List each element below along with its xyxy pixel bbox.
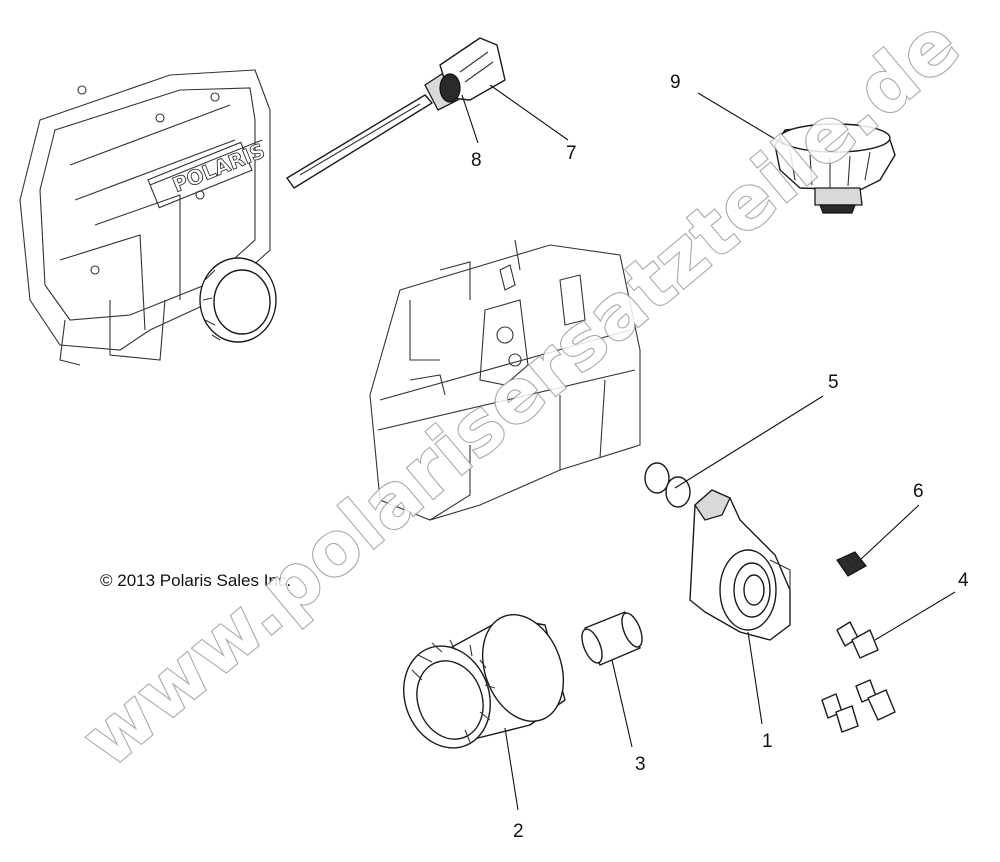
oil-filter-part — [403, 614, 566, 749]
filter-nipple-part — [581, 611, 643, 666]
bolts-part — [821, 621, 896, 733]
callout-1: 1 — [762, 731, 773, 752]
oil-filter-adapter-part — [689, 489, 791, 641]
engine-badge-text: POLARIS — [169, 138, 268, 197]
oil-fill-cap-part — [774, 123, 896, 214]
plug-part — [836, 551, 867, 577]
engine-block-drawing — [369, 239, 641, 521]
callout-3: 3 — [635, 754, 646, 775]
callout-7: 7 — [566, 143, 577, 164]
callout-8: 8 — [471, 150, 482, 171]
copyright-text: © 2013 Polaris Sales Inc. — [100, 571, 291, 590]
callout-6: 6 — [913, 481, 924, 502]
dipstick-part — [286, 37, 506, 189]
callout-5: 5 — [828, 372, 839, 393]
callout-4: 4 — [958, 570, 969, 591]
engine-valve-cover-drawing: POLARIS — [19, 69, 277, 366]
leader-lines — [461, 84, 956, 811]
o-rings-part — [644, 462, 691, 508]
callout-2: 2 — [513, 821, 524, 842]
callout-9: 9 — [670, 72, 681, 93]
